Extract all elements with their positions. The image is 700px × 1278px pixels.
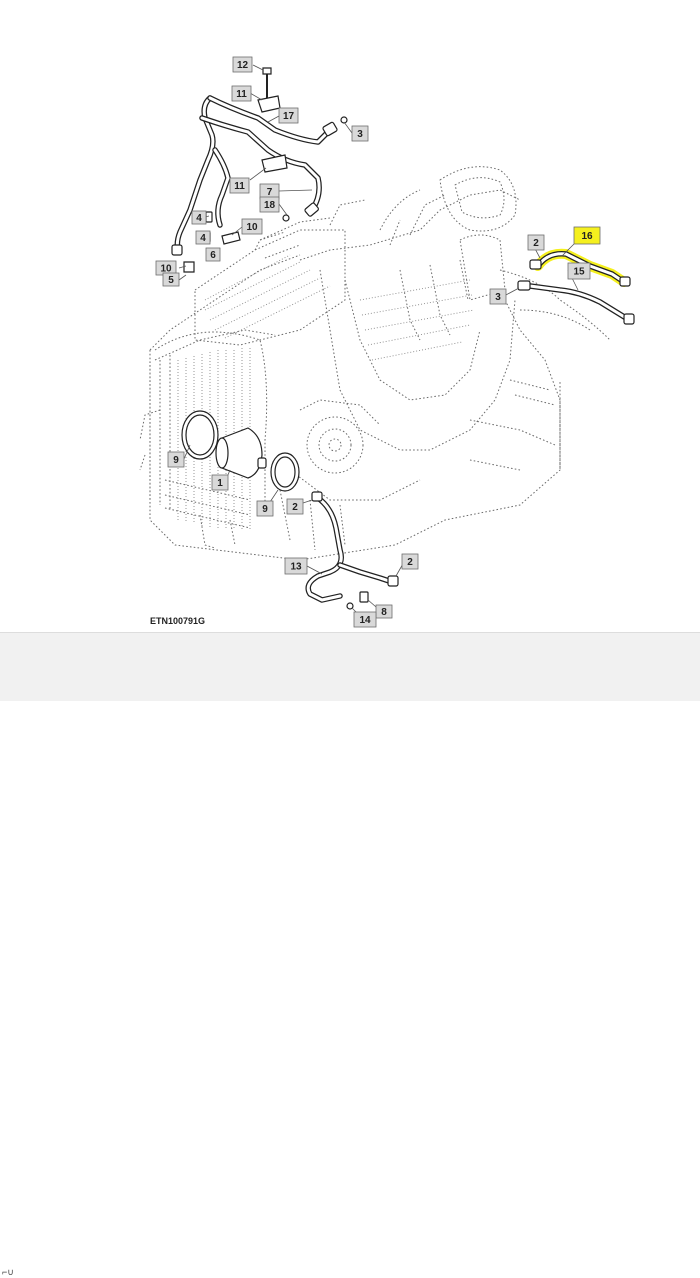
edge-mark: ⌐∪ (2, 1267, 14, 1277)
callout-number: 3 (495, 292, 501, 303)
callout-11: 11 (229, 177, 250, 194)
callout-box (256, 500, 274, 517)
callout-14: 14 (353, 611, 377, 628)
callout-number: 17 (283, 111, 295, 122)
callout-box (205, 247, 221, 262)
callout-3: 3 (351, 125, 369, 142)
callout-13: 13 (284, 557, 308, 575)
callout-box (191, 210, 207, 225)
callout-number: 10 (246, 222, 258, 233)
leader-lines (178, 64, 579, 619)
callout-number: 8 (381, 607, 387, 618)
callout-number: 5 (168, 275, 174, 286)
callout-box (162, 272, 180, 287)
callout-box (567, 262, 591, 280)
callout-3: 3 (489, 288, 507, 305)
engine-outline (139, 166, 611, 561)
callout-box (489, 288, 507, 305)
callout-number: 11 (234, 181, 245, 192)
callout-5: 5 (162, 272, 180, 287)
callout-box (375, 604, 393, 619)
callout-number: 9 (173, 455, 179, 466)
hydraulic-lines-upper (171, 67, 348, 273)
callout-10: 10 (241, 218, 263, 235)
callout-number: 3 (357, 129, 363, 140)
callout-box (278, 107, 299, 124)
callout-12: 12 (232, 56, 253, 73)
callout-number: 10 (160, 264, 172, 275)
callout-number: 4 (196, 213, 202, 224)
callout-box (167, 451, 185, 468)
callout-15: 15 (567, 262, 591, 280)
callout-box (229, 177, 250, 194)
callout-number: 2 (292, 502, 298, 513)
callout-4: 4 (195, 230, 211, 245)
hose-15 (517, 280, 635, 325)
callout-4: 4 (191, 210, 207, 225)
callout-box (195, 230, 211, 245)
callout-number: 6 (210, 250, 216, 261)
callout-box (286, 498, 304, 515)
callout-box (353, 611, 377, 628)
callout-box (573, 226, 601, 245)
callout-number: 15 (573, 267, 585, 278)
callout-2: 2 (286, 498, 304, 515)
callout-2: 2 (527, 234, 545, 251)
callout-11: 11 (231, 85, 252, 102)
callout-1: 1 (211, 474, 229, 491)
callout-number: 2 (533, 238, 539, 249)
callout-number: 14 (359, 615, 371, 626)
callout-box (232, 56, 253, 73)
callout-17: 17 (278, 107, 299, 124)
callout-16-highlighted: 16 (573, 226, 601, 245)
hose-13 (305, 491, 399, 610)
callout-number: 11 (236, 89, 247, 100)
callout-number: 18 (264, 200, 276, 211)
callout-box (527, 234, 545, 251)
callout-number: 13 (290, 562, 302, 573)
callout-box (351, 125, 369, 142)
filter-assembly (181, 410, 300, 492)
callout-box (401, 553, 419, 570)
callout-number: 12 (237, 60, 249, 71)
callout-box (284, 557, 308, 575)
callout-box (259, 196, 280, 213)
figure-code: ETN100791G (150, 616, 206, 626)
bottom-strip: ⌐∪ (0, 632, 700, 1277)
callout-box (241, 218, 263, 235)
callout-8: 8 (375, 604, 393, 619)
callout-9: 9 (167, 451, 185, 468)
callout-number: 1 (217, 478, 223, 489)
callout-number: 16 (581, 231, 593, 242)
callout-number: 9 (262, 504, 268, 515)
callout-2: 2 (401, 553, 419, 570)
callout-number: 7 (267, 187, 273, 198)
callout-box (211, 474, 229, 491)
callout-9: 9 (256, 500, 274, 517)
callout-number: 2 (407, 557, 413, 568)
callout-6: 6 (205, 247, 221, 262)
callout-18: 18 (259, 196, 280, 213)
callout-box (231, 85, 252, 102)
callout-number: 4 (200, 233, 206, 244)
